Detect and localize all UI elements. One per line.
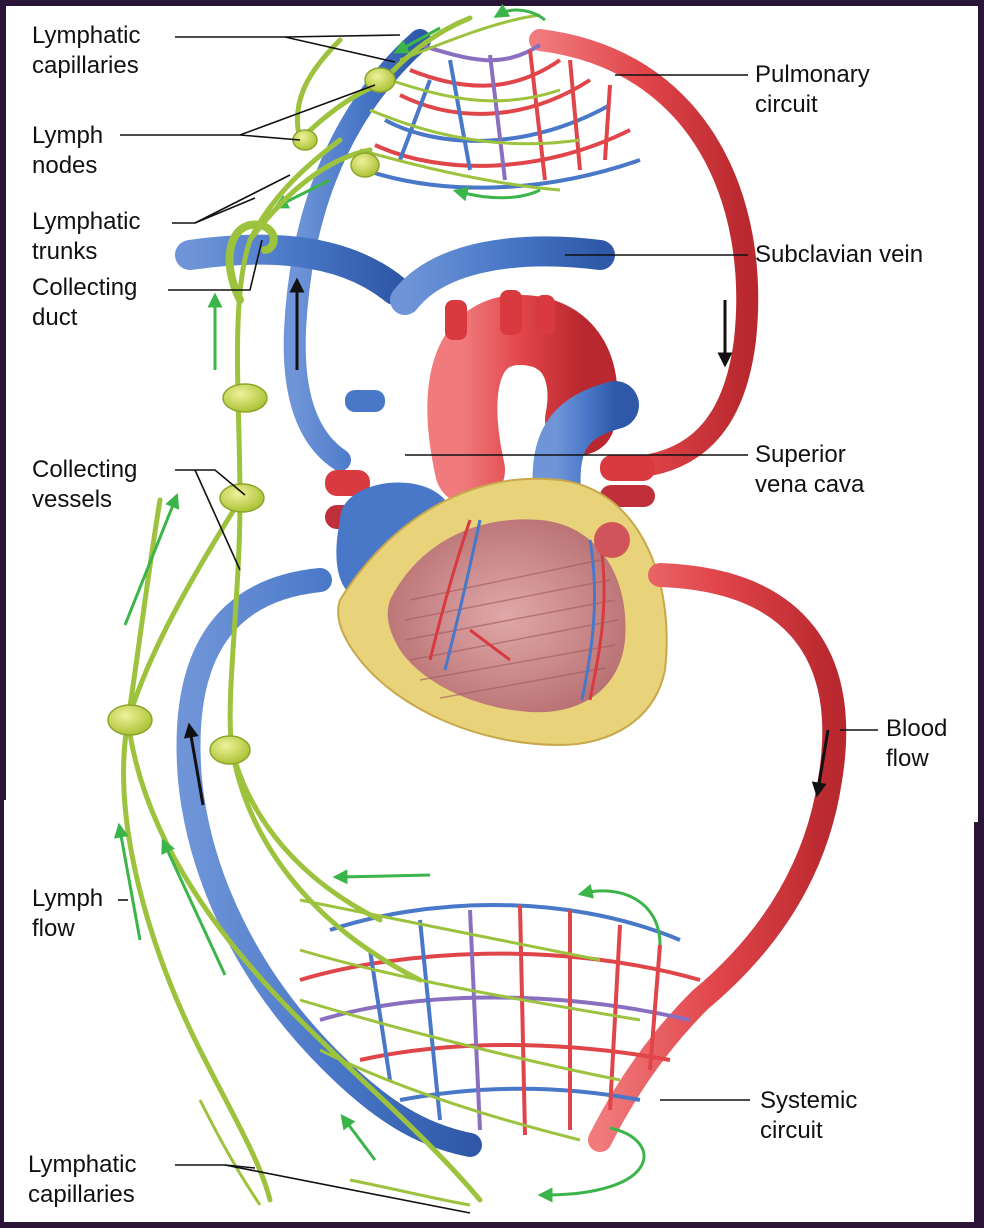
systemic-lymphatic-capillaries [198,898,641,1207]
green-arrow-icon [113,822,142,941]
leader-lines [118,34,878,1214]
green-arrow-icon [577,884,662,946]
lymphatic-system [107,15,662,1207]
label-pulmonary-circuit: Pulmonary circuit [755,61,870,118]
label-lymphatic-trunks: Lymphatic trunks [32,208,141,265]
lymph-flow-arrow-top-left [393,26,441,54]
label-collecting-vessels: Collecting vessels [32,456,138,513]
black-arrow-icon [811,729,830,798]
label-lymph-nodes: Lymph nodes [32,122,104,179]
lymph-flow-arrow-lung-left [273,178,331,209]
label-blood-flow: Blood flow [886,715,948,772]
label-lymphatic-capillaries-top: Lymphatic capillaries [32,22,141,79]
label-lymph-flow: Lymph flow [32,885,104,942]
green-arrow-icon [161,838,227,976]
systemic-capillary-bed [299,903,701,1136]
lymph-flow-arrow-lung-lower [452,186,541,202]
pulmonary-lymphatic-capillaries [359,13,581,192]
label-collecting-duct: Collecting duct [32,274,138,331]
green-arrow-icon [123,493,180,626]
label-systemic-circuit: Systemic circuit [760,1087,858,1144]
green-arrow-icon [537,1126,646,1203]
muscle-striations [404,559,619,699]
systemic-artery-vessel [588,563,847,1152]
left-subclavian-vein [175,234,410,305]
lymph-flow-arrows [113,292,662,1203]
pulmonary-artery-vessel [529,29,759,476]
lymph-flow-arrow-top [493,3,546,22]
label-superior-vena-cava: Superior vena cava [755,441,865,498]
heart [325,290,668,747]
black-arrow-icon [183,722,205,806]
systemic-vein-vessel [176,568,482,1157]
systemic-circuit [176,563,847,1157]
pulmonary-circuit [273,3,759,476]
coronary-vessels [428,519,606,701]
label-subclavian-vein: Subclavian vein [755,241,924,268]
green-arrow-icon [340,1114,377,1161]
collecting-duct-vessel [225,220,278,304]
green-arrow-icon [332,869,431,885]
label-lymphatic-capillaries-bottom: Lymphatic capillaries [28,1151,137,1208]
